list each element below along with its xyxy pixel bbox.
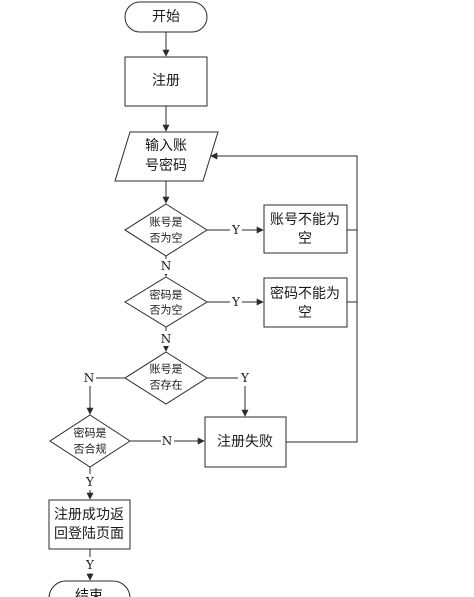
end-node: 结束	[48, 580, 131, 597]
svg-text:注册成功返: 注册成功返	[54, 507, 124, 523]
svg-text:否存在: 否存在	[150, 378, 183, 392]
svg-text:否为空: 否为空	[150, 231, 183, 245]
register-fail-node: 注册失败	[204, 416, 287, 468]
svg-text:回登陆页面: 回登陆页面	[54, 526, 124, 542]
svg-text:密码是: 密码是	[150, 288, 183, 302]
register-node: 注册	[124, 56, 208, 107]
account-empty-decision: 账号是 否为空	[124, 203, 208, 257]
account-exists-decision: 账号是 否存在	[124, 351, 208, 405]
edge-fail-loop-back-to-input	[210, 152, 358, 443]
svg-text:密码是: 密码是	[74, 426, 107, 440]
label-password-empty-no: N	[161, 332, 172, 346]
svg-text:空: 空	[298, 305, 312, 321]
svg-text:账号不能为: 账号不能为	[270, 212, 340, 228]
label-account-exists-yes: Y	[240, 371, 250, 385]
password-empty-message-node: 密码不能为 空	[263, 277, 348, 328]
label-password-empty-yes: Y	[231, 295, 241, 309]
start-node: 开始	[124, 1, 208, 33]
label-password-valid-no: N	[162, 434, 173, 448]
svg-text:结束: 结束	[75, 588, 103, 597]
svg-text:注册: 注册	[152, 73, 180, 89]
svg-text:输入账: 输入账	[145, 138, 187, 154]
label-account-empty-no: N	[161, 259, 172, 273]
svg-text:账号是: 账号是	[150, 216, 183, 229]
svg-text:否合规: 否合规	[74, 442, 107, 456]
svg-text:密码不能为: 密码不能为	[270, 285, 340, 302]
svg-text:账号是: 账号是	[150, 363, 183, 376]
svg-text:否为空: 否为空	[150, 303, 183, 317]
password-empty-decision: 密码是 否为空	[124, 276, 208, 328]
password-valid-decision: 密码是 否合规	[49, 414, 131, 468]
input-node: 输入账 号密码	[114, 131, 219, 182]
label-success-to-end-yes: Y	[85, 558, 95, 572]
svg-text:空: 空	[298, 231, 312, 247]
label-account-exists-no: N	[84, 371, 95, 385]
svg-text:开始: 开始	[152, 9, 180, 25]
register-success-node: 注册成功返 回登陆页面	[48, 499, 131, 550]
svg-text:号密码: 号密码	[145, 157, 187, 174]
label-password-valid-yes: Y	[85, 475, 95, 489]
label-account-empty-yes: Y	[231, 223, 241, 237]
svg-text:注册失败: 注册失败	[217, 434, 273, 450]
edge-labels: Y N Y N Y N N Y Y	[83, 222, 251, 573]
account-empty-message-node: 账号不能为 空	[263, 204, 348, 254]
